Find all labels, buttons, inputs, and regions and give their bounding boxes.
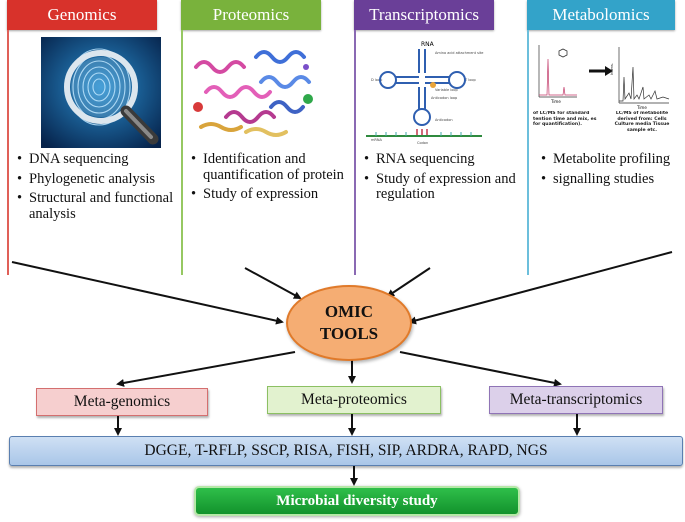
proteomics-side-bar <box>181 30 183 275</box>
metabolomics-to-omic-arrow <box>408 251 673 325</box>
proteomics-header: Proteomics <box>181 0 321 30</box>
genomics-list: DNA sequencing Phylogenetic analysis Str… <box>11 151 177 226</box>
trna-label: Variable loop <box>435 88 459 92</box>
metabolomics-side-bar <box>527 30 529 275</box>
genomics-item: Phylogenetic analysis <box>17 171 177 188</box>
column-metabolomics: Metabolomics Time Time Intens. of LC/MS … <box>527 0 675 275</box>
omic-to-metatranscriptomics-arrow <box>399 351 562 387</box>
trna-label: Amino acid attachment site <box>435 51 483 55</box>
metabolomics-item: signalling studies <box>541 171 685 188</box>
proteomics-list: Identification and quantification of pro… <box>185 151 351 207</box>
lcms-chromatogram-image: Time Time Intens. of LC/MS for standard … <box>533 37 673 147</box>
genomics-item: Structural and functional analysis <box>17 190 177 222</box>
transcriptomics-item: RNA sequencing <box>364 151 524 168</box>
trna-label: Anticodon <box>435 118 453 122</box>
genomics-header: Genomics <box>7 0 157 30</box>
lcms-left-caption: of LC/MS for standard tention time and m… <box>533 111 597 127</box>
metabolomics-item: Metabolite profiling <box>541 151 685 168</box>
lcms-time-axis-label: Time <box>636 105 647 110</box>
transcriptomics-header: Transcriptomics <box>354 0 494 30</box>
proteomics-item: Identification and quantification of pro… <box>191 151 351 183</box>
proteomics-to-omic-arrow <box>244 267 302 299</box>
omic-tools-line1: OMIC <box>324 302 374 321</box>
column-proteomics: Proteomics Identification and quantifica… <box>181 0 344 275</box>
meta-transcriptomics-box: Meta-transcriptomics <box>489 386 663 414</box>
trna-label: T loop <box>464 78 477 82</box>
meta-proteomics-box: Meta-proteomics <box>267 386 441 414</box>
trna-title: RNA <box>421 41 435 48</box>
lcms-right-caption: LC/MS of metabolite derived from: Cells … <box>614 111 670 133</box>
omic-tools-node: OMIC TOOLS <box>286 285 412 361</box>
trna-label: mRNA <box>371 138 382 142</box>
transcriptomics-list: RNA sequencing Study of expression and r… <box>358 151 524 207</box>
fingerprint-magnifier-image <box>41 37 161 148</box>
trna-diagram-image: RNA Amino acid attachment site D loop T … <box>361 37 487 147</box>
column-genomics: Genomics DNA sequencing Phylogenetic ana… <box>7 0 173 275</box>
trna-label: D loop <box>371 78 383 82</box>
trna-label: Anticodon loop <box>431 96 458 100</box>
proteomics-item: Study of expression <box>191 186 351 203</box>
genomics-item: DNA sequencing <box>17 151 177 168</box>
protein-structure-image <box>186 37 318 143</box>
techniques-bar: DGGE, T-RFLP, SSCP, RISA, FISH, SIP, ARD… <box>9 436 683 466</box>
metabolomics-header: Metabolomics <box>527 0 675 30</box>
transcriptomics-item: Study of expression and regulation <box>364 171 524 203</box>
genomics-side-bar <box>7 30 9 275</box>
metabolomics-list: Metabolite profiling signalling studies <box>535 151 685 191</box>
lcms-time-axis-label: Time <box>550 99 561 104</box>
transcriptomics-to-omic-arrow <box>386 267 431 298</box>
microbial-diversity-box: Microbial diversity study <box>194 486 520 516</box>
omic-to-metagenomics-arrow <box>116 351 296 387</box>
column-transcriptomics: Transcriptomics RNA Amino acid attachmen… <box>354 0 516 275</box>
omic-tools-line2: TOOLS <box>319 324 379 343</box>
genomics-to-omic-arrow <box>11 261 284 325</box>
trna-label: Codon <box>417 141 428 145</box>
meta-genomics-box: Meta-genomics <box>36 388 208 416</box>
lcms-y-axis-label: Intens. <box>610 63 614 75</box>
transcriptomics-side-bar <box>354 30 356 275</box>
